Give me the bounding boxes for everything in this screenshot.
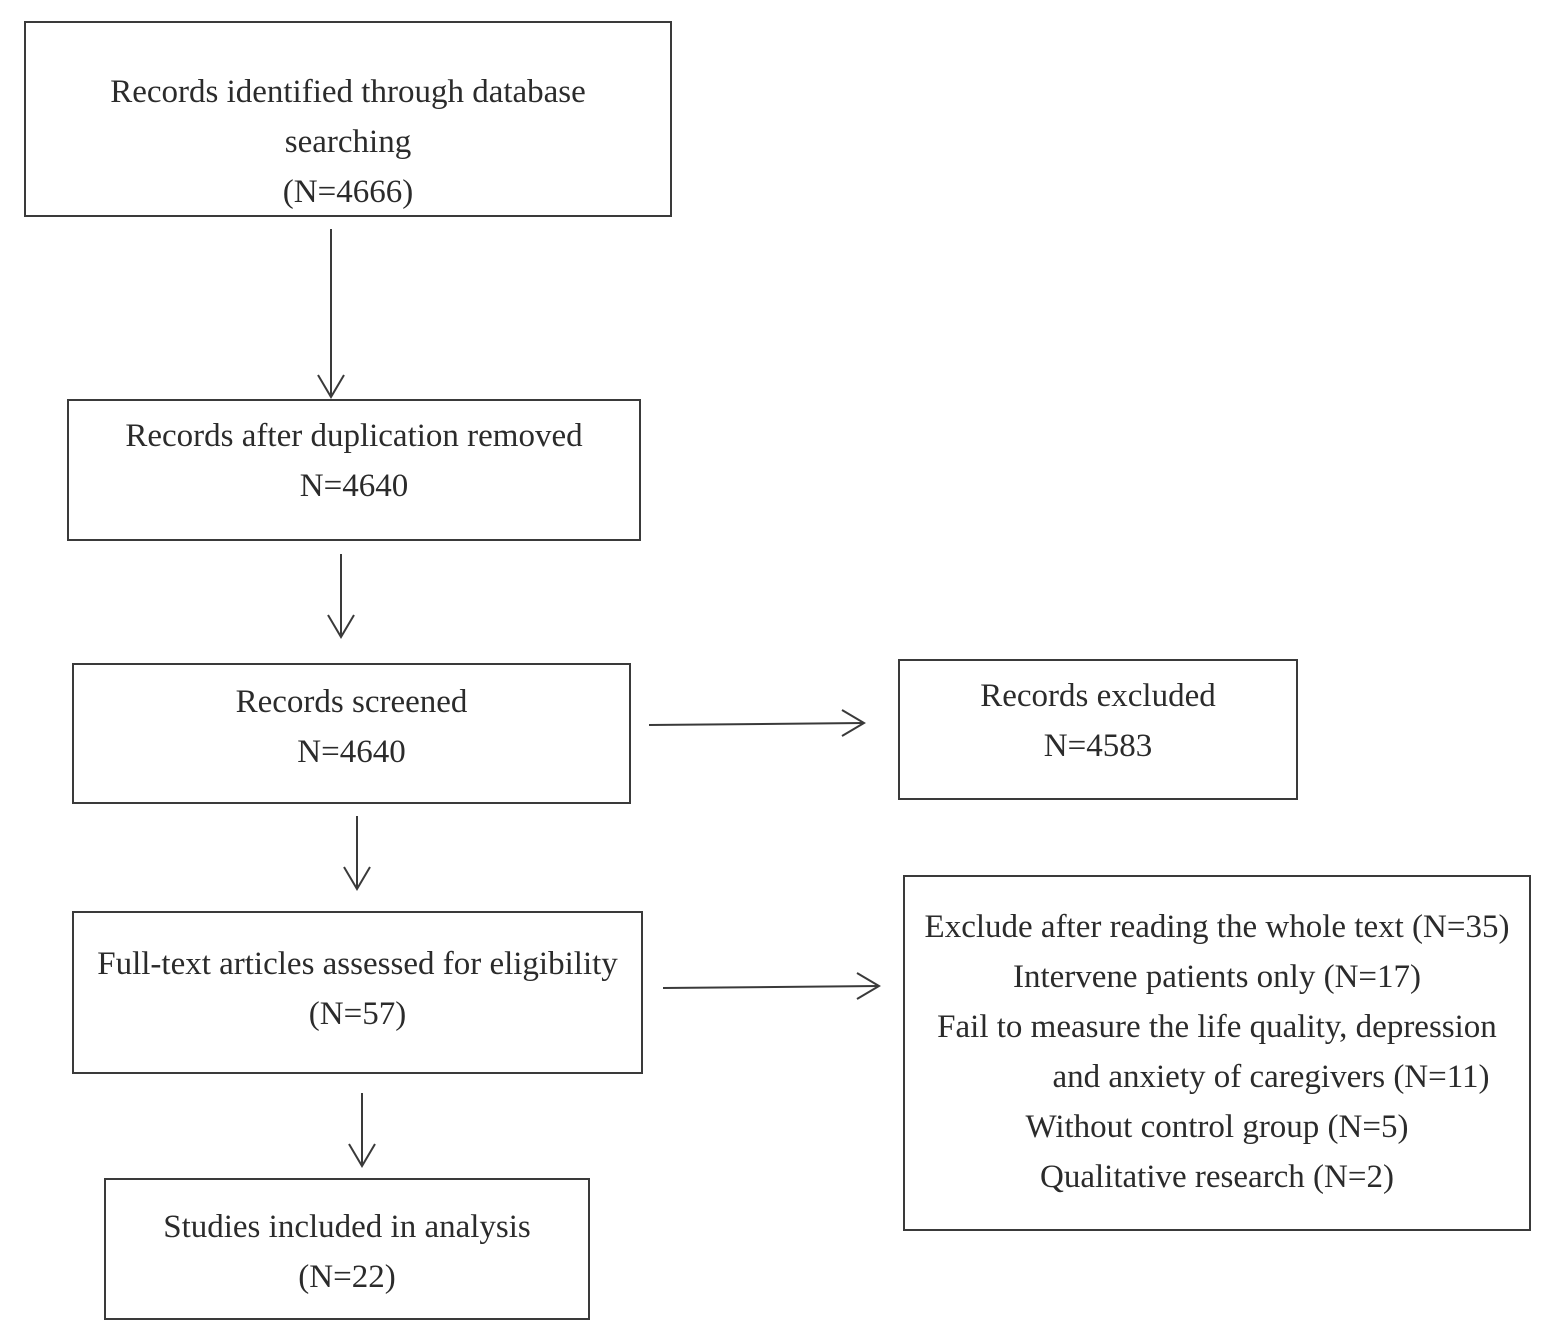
records-excluded-title: Records excluded: [980, 678, 1216, 714]
records-identified-box: Records identified through database sear…: [24, 21, 672, 217]
studies-included-title: Studies included in analysis: [163, 1209, 531, 1245]
records-screened-count: N=4640: [297, 734, 406, 770]
fulltext-assessed-box: Full-text articles assessed for eligibil…: [72, 911, 643, 1074]
exclusion-reason-no-measure: Fail to measure the life quality, depres…: [937, 1009, 1497, 1045]
arrow-fulltext-to-exclude-reasons: [662, 972, 881, 1000]
studies-included-count: (N=22): [298, 1259, 396, 1295]
exclusion-reason-patients-only: Intervene patients only (N=17): [1012, 959, 1422, 995]
exclusion-reason-no-control: Without control group (N=5): [1025, 1109, 1409, 1145]
arrow-screened-to-fulltext: [343, 816, 371, 891]
studies-included-box: Studies included in analysis (N=22): [104, 1178, 590, 1320]
records-identified-title-cont: searching: [284, 124, 412, 160]
arrow-screened-to-excluded: [648, 709, 866, 737]
records-identified-title: Records identified through database: [110, 74, 586, 110]
fulltext-assessed-count: (N=57): [308, 996, 407, 1032]
exclusion-reasons-box: Exclude after reading the whole text (N=…: [903, 875, 1531, 1231]
records-dedup-box: Records after duplication removed N=4640: [67, 399, 641, 541]
records-screened-title: Records screened: [235, 684, 468, 720]
records-dedup-title: Records after duplication removed: [125, 418, 583, 454]
arrow-dedup-to-screened: [327, 554, 355, 639]
fulltext-assessed-title: Full-text articles assessed for eligibil…: [97, 946, 618, 982]
exclusion-reason-total: Exclude after reading the whole text (N=…: [924, 909, 1510, 945]
records-identified-count: (N=4666): [282, 174, 414, 210]
arrow-fulltext-to-included: [348, 1093, 376, 1168]
records-excluded-box: Records excluded N=4583: [898, 659, 1298, 800]
exclusion-reason-no-measure-cont: and anxiety of caregivers (N=11): [1052, 1059, 1490, 1095]
arrow-identified-to-dedup: [317, 229, 345, 399]
exclusion-reason-qualitative: Qualitative research (N=2): [1040, 1159, 1394, 1195]
records-dedup-count: N=4640: [299, 468, 409, 504]
records-screened-box: Records screened N=4640: [72, 663, 631, 804]
records-excluded-count: N=4583: [1043, 728, 1153, 764]
